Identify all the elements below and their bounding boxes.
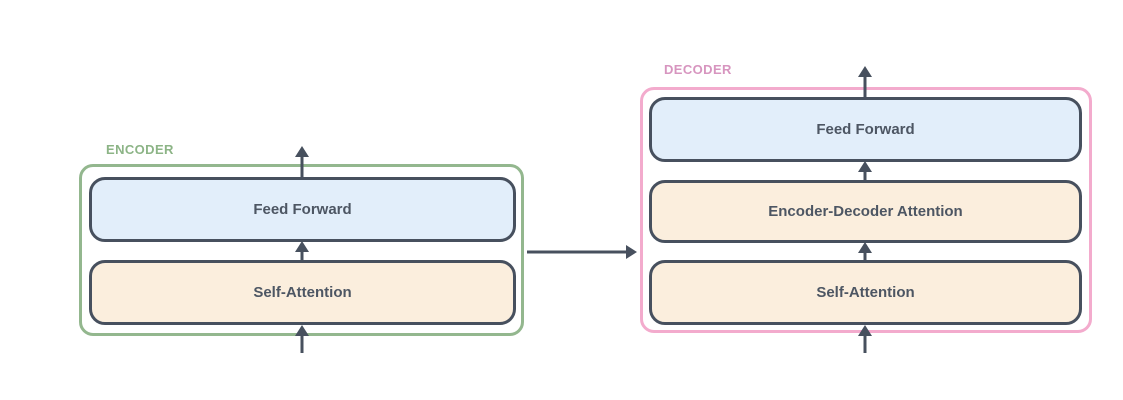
encoder-self-attention-block: Self-Attention (89, 260, 516, 325)
encoder-internal-arrow-up-icon (295, 241, 309, 261)
encoder-input-arrow-up-icon (295, 325, 309, 353)
encoder-feed-forward-label: Feed Forward (253, 201, 352, 218)
decoder-group-label: DECODER (664, 62, 732, 77)
encoder-to-decoder-arrow-right-icon (527, 245, 637, 259)
decoder-lower-internal-arrow-up-icon (858, 242, 872, 261)
encoder-group-label: ENCODER (106, 142, 174, 157)
decoder-input-arrow-up-icon (858, 325, 872, 353)
decoder-upper-internal-arrow-up-icon (858, 161, 872, 181)
encoder-self-attention-label: Self-Attention (253, 284, 352, 301)
encoder-output-arrow-up-icon (295, 146, 309, 177)
decoder-feed-forward-block: Feed Forward (649, 97, 1082, 162)
encoder-feed-forward-block: Feed Forward (89, 177, 516, 242)
decoder-encoder-decoder-attention-block: Encoder-Decoder Attention (649, 180, 1082, 243)
decoder-self-attention-label: Self-Attention (816, 284, 915, 301)
decoder-output-arrow-up-icon (858, 66, 872, 97)
decoder-feed-forward-label: Feed Forward (816, 121, 915, 138)
decoder-self-attention-block: Self-Attention (649, 260, 1082, 325)
decoder-encoder-decoder-attention-label: Encoder-Decoder Attention (768, 203, 963, 220)
